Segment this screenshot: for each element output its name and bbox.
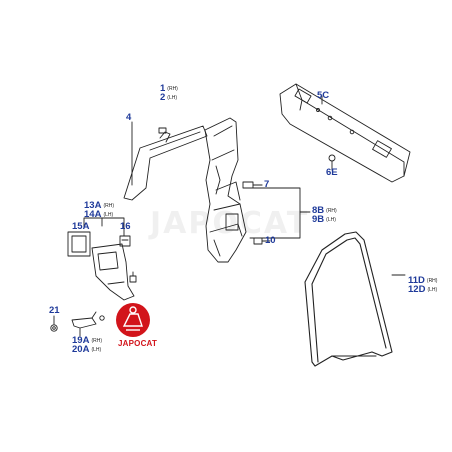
callout-4: 4 [126,112,132,123]
clip-16 [119,235,131,247]
callout-11d: 11D(RH) [408,275,438,286]
bracket-19a [71,311,105,337]
callout-19a: 19A(RH) [72,335,102,346]
callout-14a: 14A(LH) [84,209,114,220]
callout-21: 21 [49,305,60,316]
screw-6e [328,154,336,171]
fastener-21 [50,315,58,332]
pillar-upper-trim [123,125,208,201]
callout-13a: 13A(RH) [84,200,114,211]
watermark: JAPOCAT [150,206,310,241]
callout-12d: 12D(LH) [408,284,438,295]
clip-mid [129,271,137,283]
callout-6e: 6E [326,167,338,178]
japocat-logo-text: JAPOCAT [118,339,158,348]
japocat-logo-badge [116,303,150,337]
clip-7 [242,181,263,189]
callout-20a: 20A(LH) [72,344,102,355]
rear-panel-5c [279,83,411,183]
clip-10 [253,237,271,245]
callout-7: 7 [264,179,270,190]
callout-15a: 15A [72,221,90,232]
cover-plate-15a [67,231,91,257]
callout-10: 10 [265,235,276,246]
callout-5c: 5C [317,90,330,101]
callout-8b: 8B(RH) [312,205,337,216]
center-pillar-trim [204,117,247,263]
callout-1: 1(RH) [160,83,178,94]
door-weatherstrip [304,231,393,367]
callout-9b: 9B(LH) [312,214,336,225]
lower-pillar-trim [91,243,135,301]
callout-16: 16 [120,221,131,232]
callout-2: 2(LH) [160,92,178,103]
